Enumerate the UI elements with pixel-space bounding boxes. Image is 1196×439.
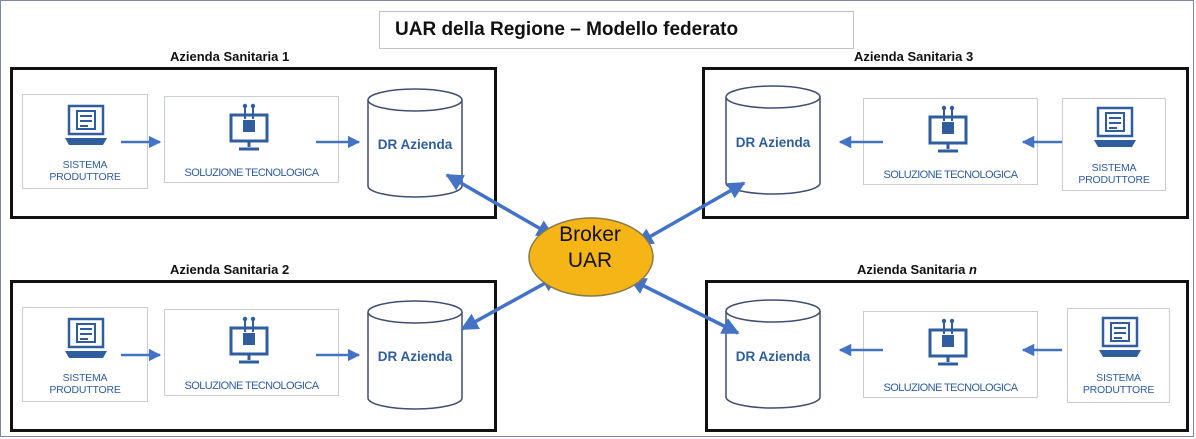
system-box-3: SISTEMA PRODUTTORE [1062, 98, 1166, 191]
solution-label: SOLUZIONE TECNOLOGICA [184, 380, 320, 392]
solution-label: SOLUZIONE TECNOLOGICA [883, 169, 1019, 181]
document-laptop-icon [1094, 106, 1136, 147]
database-label: DR Azienda [735, 349, 811, 364]
database-icon [725, 299, 821, 409]
broker-link-n [628, 277, 740, 335]
system-label: SISTEMA PRODUTTORE [49, 159, 121, 183]
computer-chip-icon [928, 318, 968, 366]
computer-chip-icon [229, 316, 269, 364]
group-label-azienda-1: Azienda Sanitaria 1 [170, 49, 290, 64]
broker-label-line2: UAR [567, 249, 613, 272]
system-label: SISTEMA PRODUTTORE [1082, 372, 1155, 396]
solution-box-1: SOLUZIONE TECNOLOGICA [164, 96, 339, 183]
document-laptop-icon [1099, 316, 1141, 357]
database-label: DR Azienda [377, 349, 453, 364]
database-label: DR Azienda [377, 137, 453, 152]
document-laptop-icon [65, 104, 107, 145]
system-label: SISTEMA PRODUTTORE [1078, 162, 1150, 186]
solution-label: SOLUZIONE TECNOLOGICA [184, 167, 320, 179]
document-laptop-icon [65, 317, 107, 358]
broker-label-line1: Broker [559, 223, 621, 246]
broker-label: Broker UAR [527, 222, 653, 274]
database-icon [367, 88, 463, 198]
group-label-n: n [968, 262, 977, 277]
database-label: DR Azienda [735, 135, 811, 150]
computer-chip-icon [229, 103, 269, 151]
broker-link-3 [635, 181, 746, 246]
diagram-title: UAR della Regione – Modello federato [379, 11, 854, 49]
group-label-azienda-3: Azienda Sanitaria 3 [854, 49, 974, 64]
broker-link-1 [445, 173, 555, 238]
system-label: SISTEMA PRODUTTORE [49, 372, 121, 396]
group-label-azienda-n: Azienda Sanitaria n [857, 262, 977, 277]
computer-chip-icon [928, 105, 968, 153]
solution-box-n: SOLUZIONE TECNOLOGICA [863, 311, 1038, 398]
diagram-title-text: UAR della Regione – Modello federato [395, 19, 739, 40]
broker-link-2 [460, 274, 560, 331]
solution-label: SOLUZIONE TECNOLOGICA [883, 382, 1019, 394]
group-label-prefix: Azienda Sanitaria [857, 262, 969, 277]
group-label-azienda-2: Azienda Sanitaria 2 [170, 262, 290, 277]
broker-node [528, 217, 654, 297]
database-icon [367, 300, 463, 410]
system-box-n: SISTEMA PRODUTTORE [1067, 308, 1170, 403]
solution-box-2: SOLUZIONE TECNOLOGICA [164, 309, 339, 396]
